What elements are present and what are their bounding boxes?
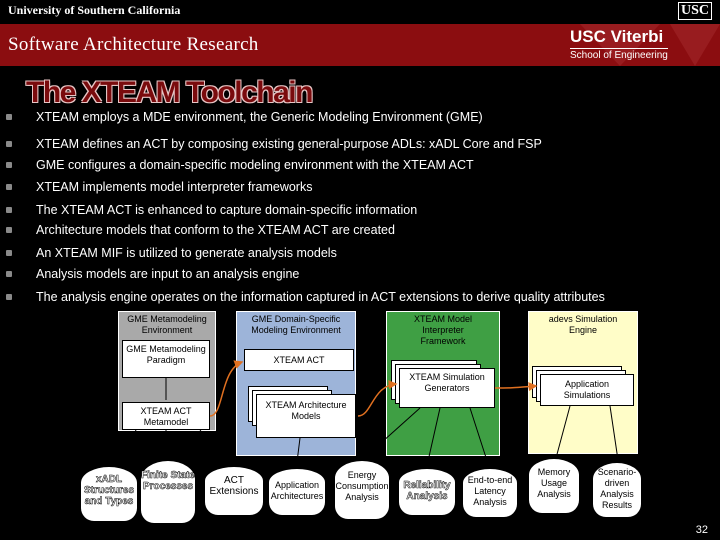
connector-app-arch <box>295 437 301 471</box>
connector-energy <box>361 407 421 461</box>
xteam-architecture-models-box: XTEAM Architecture Models <box>256 394 356 438</box>
slide-title: The XTEAM Toolchain <box>26 76 313 109</box>
gme-metamodeling-label: GME Metamodeling Environment <box>127 314 207 335</box>
simulation-generators-box: XTEAM Simulation Generators <box>399 368 495 408</box>
banner-decoration <box>580 24 720 66</box>
bullet-marker <box>6 141 12 147</box>
top-bar: University of Southern California USC <box>0 0 720 22</box>
usc-logo: USC <box>677 2 712 20</box>
connector-act-ext <box>199 429 231 469</box>
reliability-oval: Reliability Analysis <box>398 468 456 516</box>
fsp-oval: Finite State Processes <box>140 460 196 524</box>
connector-xadl <box>117 429 137 469</box>
xadl-oval: xADL Structures and Types <box>80 466 138 522</box>
banner-title: Software Architecture Research <box>8 34 259 55</box>
connector-scenario <box>609 405 619 461</box>
arrow-generators-to-simulations <box>494 382 538 392</box>
page-number: 32 <box>695 524 708 536</box>
bullet-marker <box>6 250 12 256</box>
xteam-act-box: XTEAM ACT <box>244 349 354 371</box>
scenario-results-oval: Scenario-driven Analysis Results <box>592 462 642 518</box>
arrow-models-to-generators <box>357 380 398 417</box>
arrow-metamodel-to-act <box>209 360 244 417</box>
viterbi-subtitle: School of Engineering <box>570 48 668 61</box>
banner: Software Architecture Research USC Viter… <box>0 24 720 66</box>
gme-paradigm-box: GME Metamodeling Paradigm <box>122 340 210 378</box>
adevs-engine-label: adevs Simulation Engine <box>548 314 618 335</box>
bullet-marker <box>6 227 12 233</box>
bullet-marker <box>6 162 12 168</box>
connector-latency <box>469 407 491 471</box>
bullet-marker <box>6 114 12 120</box>
bullet-marker <box>6 207 12 213</box>
application-architectures-oval: Application Architectures <box>268 468 326 516</box>
energy-consumption-oval: Energy Consumption Analysis <box>334 460 390 520</box>
bullet-marker <box>6 294 12 300</box>
latency-oval: End-to-end Latency Analysis <box>462 468 518 518</box>
viterbi-logo: USC Viterbi <box>570 27 664 46</box>
interpreter-framework-label: XTEAM Model Interpreter Framework <box>413 314 473 346</box>
xteam-act-metamodel-box: XTEAM ACT Metamodel <box>122 402 210 430</box>
connector-memory <box>555 405 571 459</box>
application-simulations-box: Application Simulations <box>540 374 634 406</box>
connector-reliability <box>425 407 441 471</box>
gme-domain-label: GME Domain-Specific Modeling Environment <box>251 314 341 335</box>
memory-usage-oval: Memory Usage Analysis <box>528 458 580 514</box>
bullet-marker <box>6 184 12 190</box>
bullet-marker <box>6 271 12 277</box>
act-extensions-oval: ACT Extensions <box>204 466 264 516</box>
university-name: University of Southern California <box>8 3 181 17</box>
